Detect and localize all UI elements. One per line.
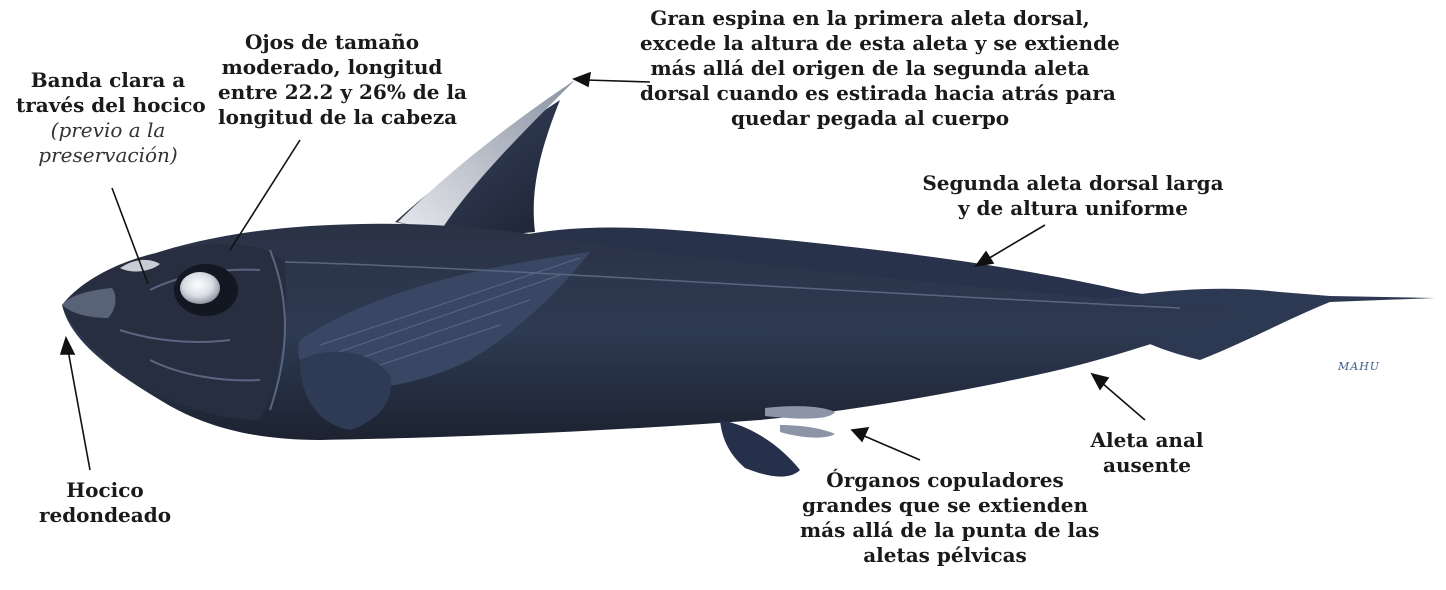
label-line-italic: preservación)	[38, 143, 178, 167]
label-line: dorsal cuando es estirada hacia atrás pa…	[640, 81, 1116, 105]
label-line: Banda clara a	[30, 68, 186, 92]
second-dorsal-fin	[500, 227, 1180, 310]
annotation-lines	[59, 71, 1146, 471]
label-line: ausente	[1103, 453, 1191, 477]
label-line: Órganos copuladores	[826, 468, 1064, 492]
label-line: aletas pélvicas	[863, 543, 1027, 567]
clasper-2	[780, 425, 835, 438]
dorsal-spine	[398, 80, 575, 232]
clasper	[765, 406, 835, 419]
label-line: entre 22.2 y 26% de la	[218, 80, 468, 104]
label-hocico: Hocico redondeado	[30, 478, 180, 528]
label-banda-clara: Banda clara a través del hocico (previo …	[16, 68, 206, 168]
pelvic-fin-lower	[720, 420, 800, 477]
label-line: grandes que se extienden	[801, 493, 1089, 517]
label-line: redondeado	[38, 503, 172, 527]
artist-signature: MAHU	[1338, 360, 1381, 373]
label-line: y de altura uniforme	[957, 196, 1189, 220]
pectoral-fin-rays	[319, 257, 581, 376]
snout-flap	[120, 259, 160, 272]
label-ojos: Ojos de tamaño moderado, longitud entre …	[218, 30, 468, 130]
label-line: Gran espina en la primera aleta dorsal,	[650, 6, 1090, 30]
eye	[180, 272, 220, 304]
label-segunda-dorsal: Segunda aleta dorsal larga y de altura u…	[908, 171, 1238, 221]
label-line-italic: (previo a la	[50, 118, 166, 142]
label-line: Ojos de tamaño	[244, 30, 420, 54]
label-aleta-anal: Aleta anal ausente	[1076, 428, 1218, 478]
label-line: longitud de la cabeza	[218, 105, 458, 129]
pelvic-fin	[300, 351, 391, 430]
label-espina: Gran espina en la primera aleta dorsal, …	[640, 6, 1120, 131]
label-line: moderado, longitud	[221, 55, 443, 79]
label-line: Aleta anal	[1090, 428, 1204, 452]
snout-band	[62, 288, 116, 318]
label-line: más allá del origen de la segunda aleta	[650, 56, 1090, 80]
label-line: quedar pegada al cuerpo	[730, 106, 1010, 130]
label-line: excede la altura de esta aleta y se exti…	[640, 31, 1120, 55]
label-line: través del hocico	[16, 93, 206, 117]
label-organos: Órganos copuladores grandes que se extie…	[800, 468, 1100, 568]
label-line: Hocico	[66, 478, 144, 502]
label-line: más allá de la punta de las	[800, 518, 1100, 542]
label-line: Segunda aleta dorsal larga	[922, 171, 1224, 195]
lateral-line	[284, 261, 1181, 309]
